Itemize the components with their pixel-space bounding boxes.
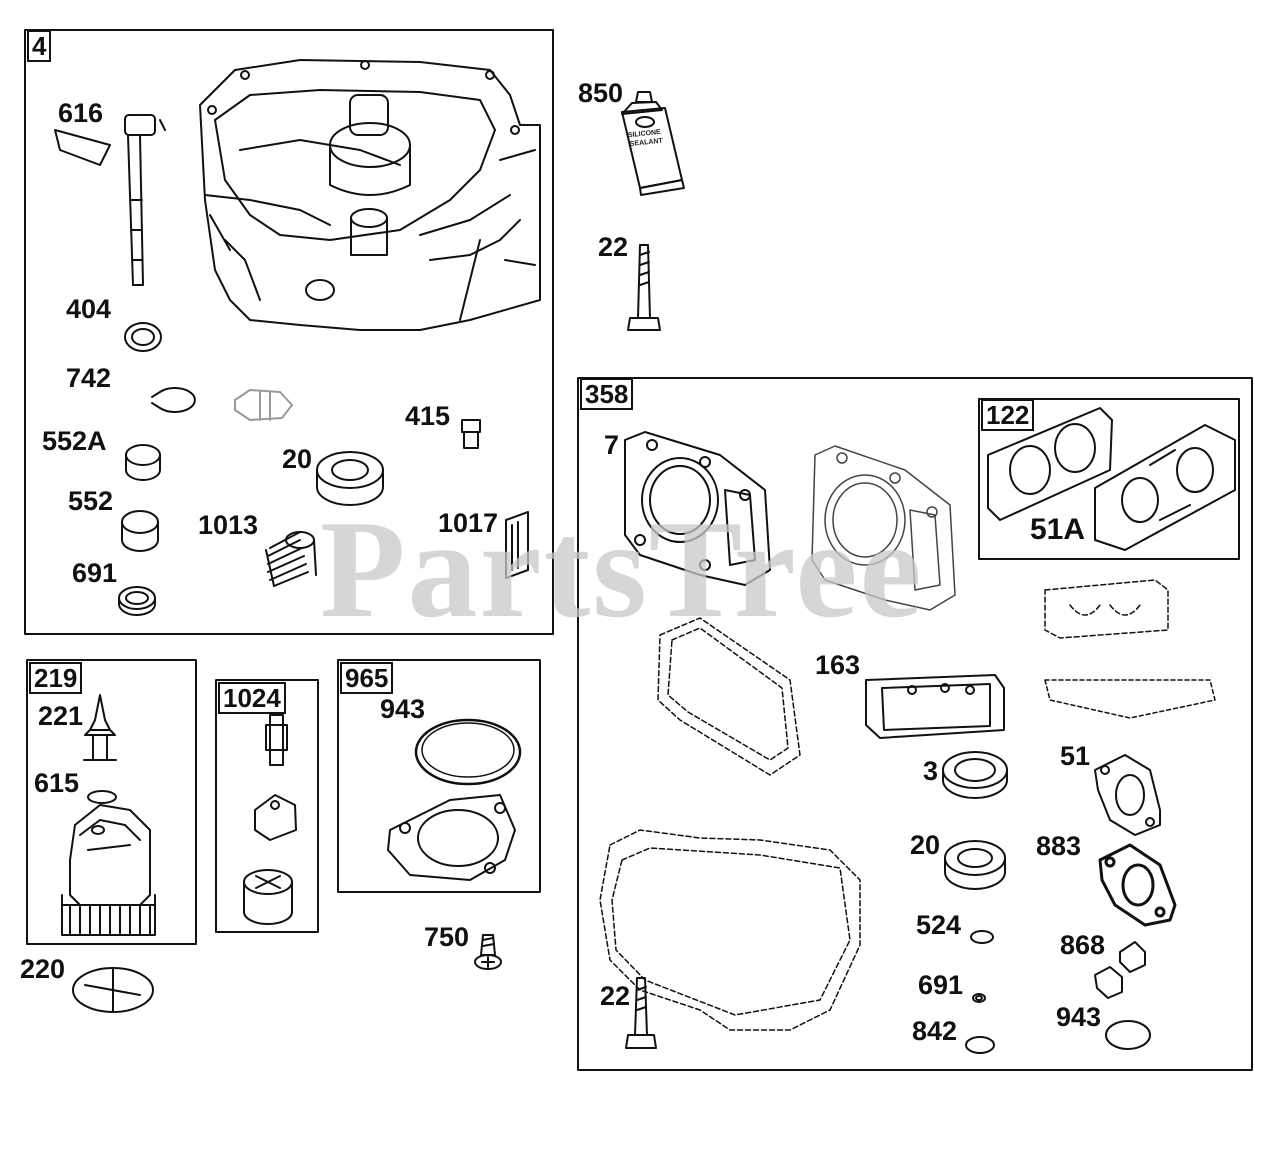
seal-691-illustration bbox=[118, 586, 156, 610]
callout-524[interactable]: 524 bbox=[916, 910, 962, 940]
intake-gasket-122-illustration bbox=[987, 407, 1113, 521]
flange-51-illustration bbox=[1094, 754, 1161, 836]
oil-pump-1024-illustration bbox=[243, 714, 297, 925]
seal-20b-illustration bbox=[944, 840, 1006, 890]
thrust-washer-220-illustration bbox=[72, 967, 154, 1013]
breather-1017-illustration bbox=[505, 511, 529, 579]
washer-404-illustration bbox=[124, 322, 162, 352]
screw-750-illustration bbox=[474, 934, 502, 970]
callout-163[interactable]: 163 bbox=[815, 650, 861, 680]
gasket-163-illustration bbox=[865, 674, 1005, 739]
plug-illustration bbox=[234, 389, 293, 421]
callout-7[interactable]: 7 bbox=[604, 430, 620, 460]
frame-group-4 bbox=[24, 29, 554, 635]
e-ring-742-illustration bbox=[151, 387, 196, 413]
callout-51[interactable]: 51 bbox=[1060, 741, 1091, 771]
frame-group-1024 bbox=[215, 679, 319, 933]
spring-1013-illustration bbox=[265, 531, 317, 587]
callout-691-a[interactable]: 691 bbox=[72, 558, 118, 588]
callout-615[interactable]: 615 bbox=[34, 768, 80, 798]
ring-691b-illustration bbox=[972, 993, 986, 1003]
callout-943-b[interactable]: 943 bbox=[1056, 1002, 1102, 1032]
callout-404[interactable]: 404 bbox=[66, 294, 112, 324]
oring-943b-illustration bbox=[1105, 1020, 1151, 1050]
callout-22-b[interactable]: 22 bbox=[600, 981, 631, 1011]
sump-gasket-illustration bbox=[599, 829, 861, 1031]
callout-220[interactable]: 220 bbox=[20, 954, 66, 984]
frame-group-122 bbox=[978, 398, 1240, 560]
governor-pin-221-illustration bbox=[83, 694, 117, 761]
bolt-22-bottom-illustration bbox=[625, 977, 657, 1049]
thin-gasket-illustration bbox=[1044, 679, 1216, 719]
callout-22-a[interactable]: 22 bbox=[598, 232, 629, 262]
intake-gasket-51A-illustration bbox=[1094, 424, 1236, 551]
pump-cover-965-illustration bbox=[387, 794, 516, 881]
callout-943-a[interactable]: 943 bbox=[380, 694, 426, 724]
group-tag-358: 358 bbox=[580, 378, 634, 410]
callout-221[interactable]: 221 bbox=[38, 701, 84, 731]
callout-415[interactable]: 415 bbox=[405, 401, 451, 431]
valve-cover-gasket-illustration bbox=[657, 617, 801, 776]
bushing-552-illustration bbox=[121, 510, 159, 534]
bushing-868-illustration bbox=[1094, 941, 1146, 999]
crankcase-illustration bbox=[199, 59, 541, 331]
callout-20-a[interactable]: 20 bbox=[282, 444, 313, 474]
bushing-552A-illustration bbox=[125, 444, 161, 466]
callout-51A[interactable]: 51A bbox=[1030, 513, 1086, 546]
callout-742[interactable]: 742 bbox=[66, 363, 112, 393]
watermark: PartsTree bbox=[320, 492, 924, 647]
flange-883-illustration bbox=[1098, 843, 1177, 927]
head-gasket-7-illustration bbox=[624, 431, 771, 586]
seal-3-illustration bbox=[942, 751, 1008, 799]
sealant-tube-illustration: SILICONE SEALANT bbox=[621, 91, 685, 196]
bolt-22-top-illustration bbox=[627, 244, 661, 331]
svg-text:SEALANT: SEALANT bbox=[630, 138, 664, 148]
group-tag-1024: 1024 bbox=[218, 682, 286, 714]
callout-883[interactable]: 883 bbox=[1036, 831, 1082, 861]
callout-750[interactable]: 750 bbox=[424, 922, 470, 952]
callout-552A[interactable]: 552A bbox=[42, 426, 107, 456]
callout-1017[interactable]: 1017 bbox=[438, 508, 499, 538]
group-tag-4: 4 bbox=[27, 30, 52, 62]
group-tag-219: 219 bbox=[29, 662, 83, 694]
washer-615-illustration bbox=[87, 790, 117, 804]
group-tag-122: 122 bbox=[981, 399, 1035, 431]
carb-gasket-illustration bbox=[1044, 579, 1169, 639]
group-tag-965: 965 bbox=[340, 662, 394, 694]
callout-1013[interactable]: 1013 bbox=[198, 510, 259, 540]
head-gasket-ghost-illustration bbox=[811, 445, 956, 611]
seal-20-illustration bbox=[316, 451, 384, 506]
callout-3[interactable]: 3 bbox=[923, 756, 939, 786]
callout-842[interactable]: 842 bbox=[912, 1016, 958, 1046]
governor-gear-219-illustration bbox=[61, 804, 156, 936]
callout-850[interactable]: 850 bbox=[578, 78, 624, 108]
frame-group-358 bbox=[577, 377, 1253, 1071]
oring-943a-illustration bbox=[414, 718, 522, 786]
ring-524-illustration bbox=[970, 930, 994, 944]
frame-group-219 bbox=[26, 659, 197, 945]
callout-868[interactable]: 868 bbox=[1060, 930, 1106, 960]
frame-group-965 bbox=[337, 659, 541, 893]
svg-text:SILICONE: SILICONE bbox=[628, 129, 662, 139]
callout-616[interactable]: 616 bbox=[58, 98, 104, 128]
governor-shaft-illustration bbox=[54, 114, 166, 286]
callout-552[interactable]: 552 bbox=[68, 486, 114, 516]
callout-20-b[interactable]: 20 bbox=[910, 830, 941, 860]
ring-842-illustration bbox=[965, 1036, 995, 1054]
callout-691-b[interactable]: 691 bbox=[918, 970, 964, 1000]
fitting-415-illustration bbox=[461, 419, 481, 449]
